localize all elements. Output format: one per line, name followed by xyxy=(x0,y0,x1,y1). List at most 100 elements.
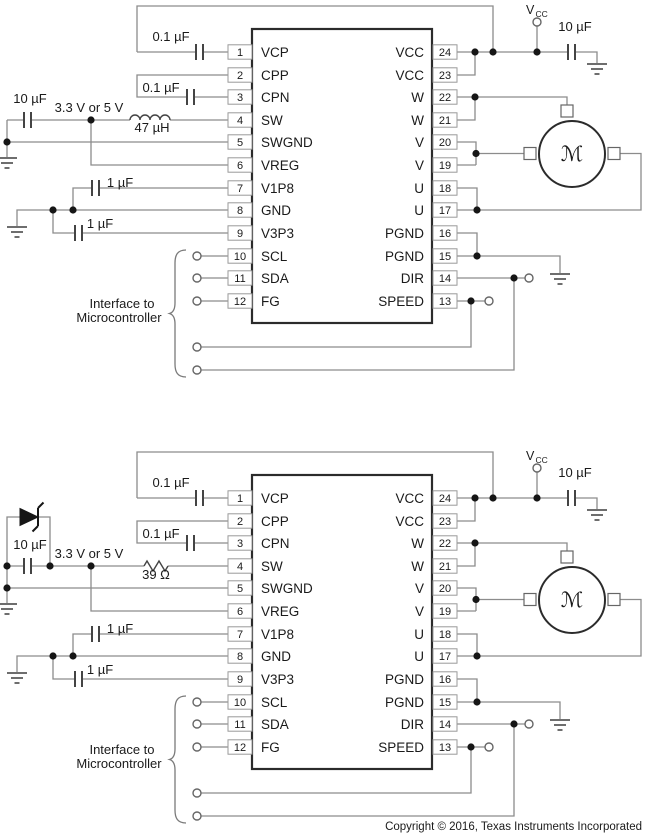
vcp-capacitor xyxy=(195,490,204,506)
pin-number: 14 xyxy=(439,273,451,285)
pin-number: 5 xyxy=(237,583,243,595)
junction-dot xyxy=(473,698,481,706)
pin-number: 13 xyxy=(439,742,451,754)
pin-name: V3P3 xyxy=(261,672,294,687)
junction-dot xyxy=(467,743,475,751)
cpn-cap-label: 0.1 µF xyxy=(142,80,179,95)
pin-name: SPEED xyxy=(378,294,424,309)
vcc-supply-subscript: CC xyxy=(536,455,548,465)
pin-box xyxy=(432,157,458,173)
input-rail-label: 3.3 V or 5 V xyxy=(55,100,124,115)
junction-dot xyxy=(473,206,481,214)
motor-symbol: ℳ xyxy=(561,588,583,612)
ground-symbol xyxy=(7,671,27,685)
pin-box xyxy=(432,112,458,128)
pin-box xyxy=(227,716,253,732)
ground-symbol xyxy=(587,508,607,522)
pin-name: FG xyxy=(261,740,280,755)
microcontroller-terminal xyxy=(192,697,202,707)
pin-number: 6 xyxy=(237,160,243,172)
motor: ℳ xyxy=(523,550,621,634)
pin-box xyxy=(227,67,253,83)
pin-name: FG xyxy=(261,294,280,309)
pin-box xyxy=(432,67,458,83)
pin-name: VCC xyxy=(395,491,424,506)
junction-dot xyxy=(489,494,497,502)
vcc-supply-label: V xyxy=(526,3,535,17)
pin-number: 20 xyxy=(439,583,451,595)
pin-name: U xyxy=(414,627,424,642)
pin-box xyxy=(227,293,253,309)
pin-number: 23 xyxy=(439,70,451,82)
pin-name: V1P8 xyxy=(261,627,294,642)
v1p8-cap-label: 1 µF xyxy=(107,175,133,190)
pin-box xyxy=(227,580,253,596)
pin-box xyxy=(432,134,458,150)
microcontroller-terminal xyxy=(192,811,202,821)
pin-box xyxy=(227,490,253,506)
pin-name: DIR xyxy=(401,717,425,732)
pin-number: 7 xyxy=(237,183,243,195)
pin-name: W xyxy=(411,90,424,105)
vcc-supply-label: V xyxy=(526,449,535,463)
zener-diode xyxy=(19,501,45,533)
pin-number: 16 xyxy=(439,228,451,240)
pin-number: 11 xyxy=(234,273,245,285)
pin-number: 2 xyxy=(237,70,243,82)
pin-number: 16 xyxy=(439,674,451,686)
pin-number: 15 xyxy=(439,697,451,709)
microcontroller-terminal xyxy=(192,365,202,375)
pin-name: SW xyxy=(261,113,283,128)
cpn-capacitor xyxy=(186,89,195,105)
pin-name: SDA xyxy=(261,717,289,732)
pin-number: 10 xyxy=(234,697,246,709)
junction-dot xyxy=(3,138,11,146)
v1p8-cap-label: 1 µF xyxy=(107,621,133,636)
pin-box xyxy=(432,626,458,642)
pin-box xyxy=(227,535,253,551)
pin-box xyxy=(432,694,458,710)
pin-box xyxy=(227,248,253,264)
pin-box xyxy=(432,202,458,218)
motor-symbol: ℳ xyxy=(561,142,583,166)
pin-name: SWGND xyxy=(261,581,313,596)
input-rail-label: 3.3 V or 5 V xyxy=(55,546,124,561)
pin-name: PGND xyxy=(385,695,424,710)
junction-dot xyxy=(473,252,481,260)
vcc-supply-terminal xyxy=(532,17,542,27)
pin-box xyxy=(432,716,458,732)
motor-terminal-w xyxy=(560,550,574,564)
pin-number: 8 xyxy=(237,651,243,663)
diode-anode-triangle xyxy=(19,507,40,527)
interface-label-line2: Microcontroller xyxy=(76,756,162,771)
inductor-value-label: 47 µH xyxy=(135,120,170,135)
resistor-value-label: 39 Ω xyxy=(142,567,170,582)
pin-box xyxy=(432,535,458,551)
interface-label-line1: Interface to xyxy=(89,296,154,311)
junction-dot xyxy=(467,297,475,305)
junction-dot xyxy=(472,149,480,158)
pin-number: 1 xyxy=(237,493,243,505)
pin-number: 1 xyxy=(237,47,243,59)
pin-number: 21 xyxy=(439,561,451,573)
pin-box xyxy=(432,558,458,574)
pin-number: 18 xyxy=(439,629,451,641)
pin-number: 4 xyxy=(237,561,243,573)
motor-body xyxy=(538,566,606,634)
resistor-symbol xyxy=(143,559,169,573)
input-cap-label: 10 µF xyxy=(13,91,47,106)
junction-dot xyxy=(510,720,518,728)
input-cap-label: 10 µF xyxy=(13,537,47,552)
junction-dot xyxy=(533,48,541,56)
pin-box xyxy=(432,648,458,664)
pin-name: SCL xyxy=(261,695,288,710)
pin-name: SPEED xyxy=(378,740,424,755)
pin-name: CPN xyxy=(261,536,290,551)
pin-name: SWGND xyxy=(261,135,313,150)
pin-number: 18 xyxy=(439,183,451,195)
pin-box xyxy=(432,248,458,264)
pin-name: GND xyxy=(261,649,291,664)
inductor-symbol xyxy=(129,114,171,121)
pin-name: W xyxy=(411,536,424,551)
vcc-cap-label: 10 µF xyxy=(558,19,592,34)
